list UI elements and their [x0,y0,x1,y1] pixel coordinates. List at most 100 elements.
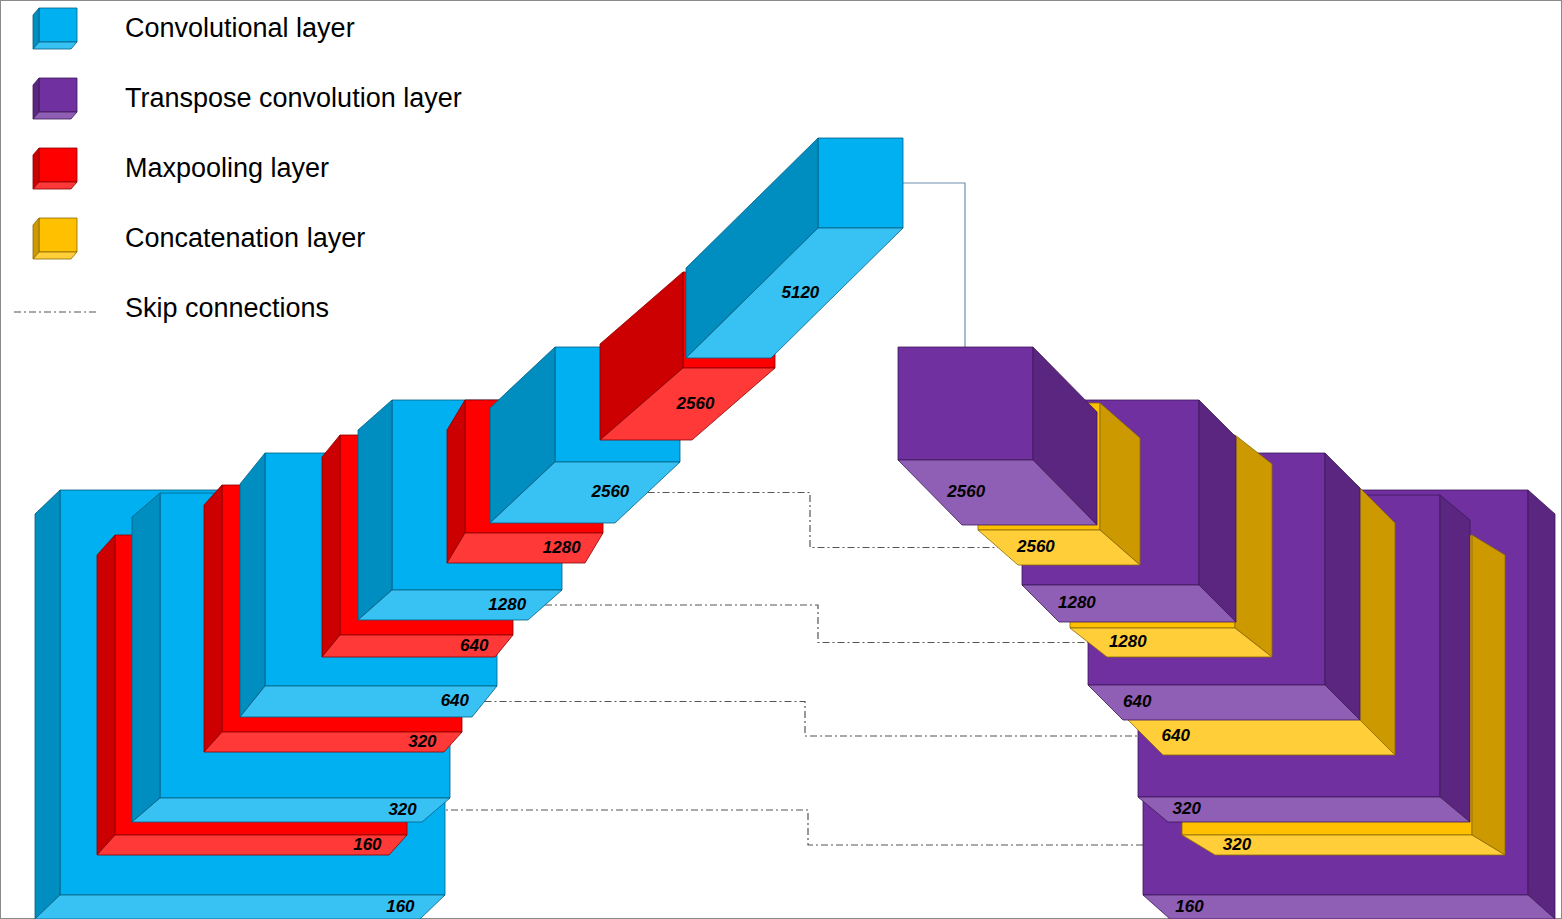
channel-count: 2560 [591,482,629,501]
legend-text-holder: Skip connections [125,283,329,333]
block-label-holder: 2560 [1017,538,1055,556]
legend-row: Transpose convolution layer [0,73,560,123]
block-front-face [898,347,1033,460]
legend-swatch [30,216,80,260]
block-bottom-face [490,462,680,523]
block-label-holder: 640 [1162,727,1190,745]
channel-count: 1280 [1109,632,1147,651]
block-bottom-face [1138,797,1470,822]
legend-swatch-front-face [39,218,77,252]
legend-swatch-cube [30,6,80,50]
block-side-face [322,435,340,657]
block-label-holder: 1280 [1109,633,1147,651]
legend-row: Maxpooling layer [0,143,560,193]
block-side-face [240,453,265,717]
legend-text-holder: Concatenation layer [125,213,365,263]
legend-swatch-front-face [39,8,77,42]
channel-count: 640 [460,636,488,655]
legend-text: Convolutional layer [125,12,355,44]
block-bottom-face [1070,628,1272,657]
block-front-face [818,138,903,228]
channel-count: 5120 [782,283,820,302]
block-label-holder: 640 [441,692,469,710]
channel-count: 640 [441,691,469,710]
legend-swatch-bottom-face [33,112,77,119]
block-label-holder: 160 [353,836,381,854]
legend-text-holder: Maxpooling layer [125,143,329,193]
block-side-face [1528,490,1555,919]
legend-swatch [30,76,80,120]
block-bottom-face [204,732,462,752]
block-bottom-face [358,590,562,620]
legend-text: Maxpooling layer [125,152,329,184]
legend-text-holder: Convolutional layer [125,3,355,53]
channel-count: 2560 [947,482,985,501]
block-side-face [358,400,392,620]
channel-count: 320 [1173,799,1201,818]
block-bottom-face [978,530,1140,565]
channel-count: 160 [1175,897,1203,916]
block-label-holder: 640 [460,637,488,655]
block-outline [686,138,903,358]
block-label-holder: 2560 [947,483,985,501]
block-bottom-face [686,228,903,358]
channel-count: 2560 [677,394,715,413]
block-bottom-face [447,533,603,563]
block-bottom-face [35,895,445,919]
block-bottom-face [898,460,1097,525]
skip-connection [485,702,1145,737]
block-outline [898,347,1097,525]
block-side-face [1357,485,1395,755]
block-label-holder: 640 [1123,693,1151,711]
block-label-holder: 1280 [1058,594,1096,612]
block-bottom-face [600,368,775,440]
channel-count: 320 [1223,835,1251,854]
legend-swatch-bottom-face [33,252,77,259]
bottleneck-connector [903,183,965,347]
block-label-holder: 160 [1175,898,1203,916]
block-bottom-face [322,635,513,657]
block-bottom-face [1143,895,1555,919]
legend-swatch-cube [30,216,80,260]
legend-text-holder: Transpose convolution layer [125,73,462,123]
block-label-holder: 2560 [677,395,715,413]
block-bottom-face [1125,717,1395,755]
block-side-face [1325,453,1360,720]
block-label-holder: 1280 [543,539,581,557]
layer-block: 5120 [686,138,903,358]
legend-swatch-cube [30,146,80,190]
block-bottom-face [1022,585,1236,622]
block-side-face [35,490,60,919]
legend-text: Skip connections [125,292,329,324]
channel-count: 640 [1162,726,1190,745]
channel-count: 1280 [1058,593,1096,612]
block-label-holder: 320 [1223,836,1251,854]
block-side-face [1440,495,1470,822]
channel-count: 1280 [488,595,526,614]
block-label-holder: 320 [388,801,416,819]
channel-count: 320 [408,732,436,751]
legend-swatch-front-face [39,78,77,112]
block-label-holder: 320 [1173,800,1201,818]
channel-count: 2560 [1017,537,1055,556]
channel-count: 1280 [543,538,581,557]
block-bottom-face [1088,685,1360,720]
block-label-holder: 320 [408,733,436,751]
block-side-face [97,535,115,855]
legend-row: Skip connections [0,283,560,333]
legend-swatch [30,6,80,50]
legend-swatch [30,146,80,190]
block-side-face [132,493,160,822]
block-label-holder: 160 [386,898,414,916]
block-bottom-face [240,686,497,717]
block-label-holder: 2560 [591,483,629,501]
channel-count: 160 [353,835,381,854]
legend-swatch-cube [30,76,80,120]
legend-line-sample [14,311,96,312]
channel-count: 640 [1123,692,1151,711]
block-bottom-face [132,798,450,822]
block-side-face [204,485,222,752]
